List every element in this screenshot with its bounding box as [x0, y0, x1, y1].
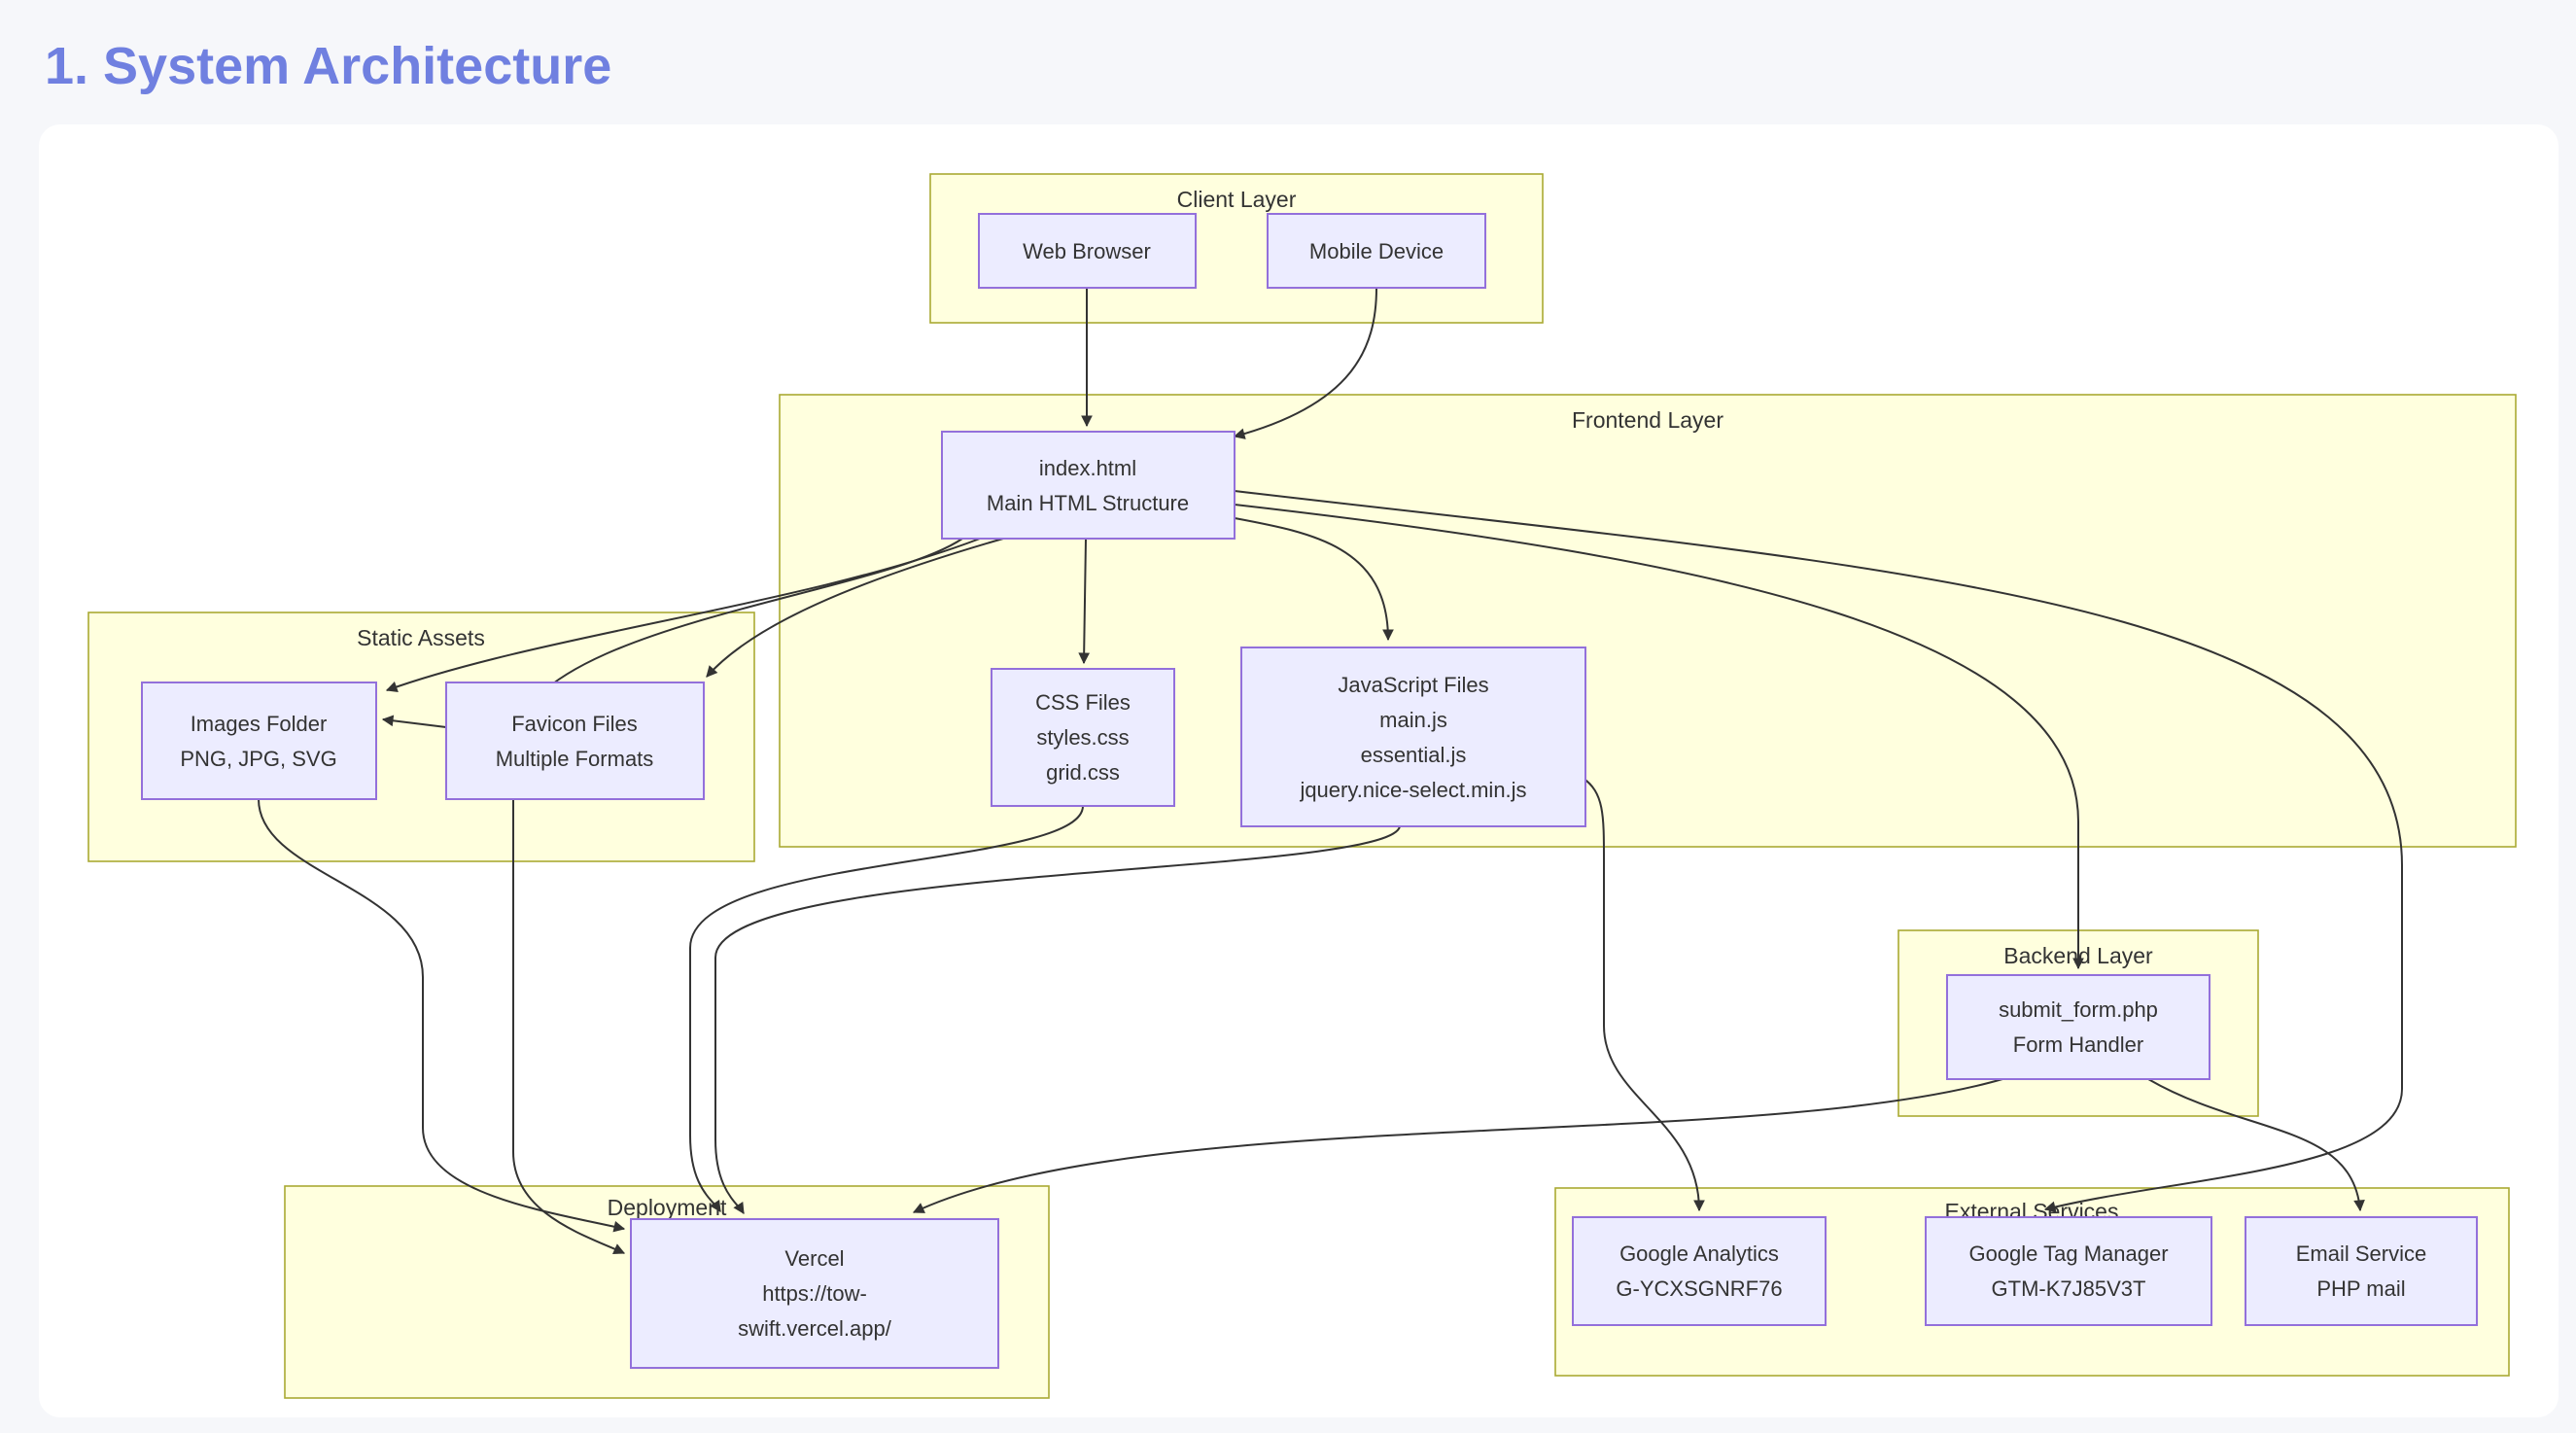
node-index-html: index.html Main HTML Structure: [941, 431, 1236, 540]
node-favicon-files-box: [445, 682, 705, 800]
edge-index-html-favicon-files: [706, 538, 1004, 678]
cluster-deployment-label: Deployment: [608, 1195, 727, 1220]
node-google-analytics-label-0: Google Analytics: [1619, 1241, 1779, 1266]
node-images-folder-label-0: Images Folder: [191, 712, 328, 736]
edge-index-html-css-files: [1078, 538, 1090, 665]
node-mobile-device-box: [1267, 213, 1486, 289]
node-mobile-device: Mobile Device: [1267, 213, 1486, 289]
node-css-files-label-2: grid.css: [1046, 760, 1120, 785]
edge-favicon-files-images-folder: [381, 715, 447, 728]
node-index-html-label-1: Main HTML Structure: [987, 491, 1189, 515]
edge-images-folder-vercel: [258, 798, 626, 1233]
node-index-html-box: [941, 431, 1236, 540]
node-js-files: JavaScript Files main.js essential.js jq…: [1240, 647, 1586, 827]
node-favicon-files-label-1: Multiple Formats: [496, 747, 654, 771]
node-email-service-label-0: Email Service: [2296, 1241, 2426, 1266]
node-js-files-label-2: essential.js: [1361, 743, 1467, 767]
node-js-files-box: [1240, 647, 1586, 827]
node-google-tag-manager-label-0: Google Tag Manager: [1968, 1241, 2168, 1266]
node-google-tag-manager: Google Tag Manager GTM-K7J85V3T: [1925, 1216, 2212, 1326]
edge-submit-form-vercel: [912, 1078, 2003, 1213]
node-js-files-label-3: jquery.nice-select.min.js: [1299, 778, 1526, 802]
node-email-service-box: [2245, 1216, 2478, 1326]
node-submit-form-label-1: Form Handler: [2013, 1032, 2143, 1057]
cluster-static-label: Static Assets: [357, 625, 485, 650]
node-submit-form-box: [1946, 974, 2210, 1080]
edge-index-html-submit-form: [1234, 504, 2084, 970]
node-css-files-box: [991, 668, 1175, 807]
edge-index-html-js-files: [1234, 517, 1394, 642]
node-google-analytics: Google Analytics G-YCXSGNRF76: [1572, 1216, 1827, 1326]
node-google-analytics-box: [1572, 1216, 1827, 1326]
page-title: 1. System Architecture: [45, 37, 611, 95]
node-mobile-device-label: Mobile Device: [1309, 239, 1444, 263]
edge-js-files-google-analytics: [1582, 777, 1705, 1212]
node-css-files-label-0: CSS Files: [1035, 690, 1131, 715]
node-index-html-label-0: index.html: [1039, 456, 1136, 480]
node-google-tag-manager-box: [1925, 1216, 2212, 1326]
edge-submit-form-email-service: [2147, 1078, 2365, 1212]
node-web-browser: Web Browser: [978, 213, 1197, 289]
node-web-browser-label: Web Browser: [1023, 239, 1151, 263]
node-vercel-label-1: https://tow-: [762, 1281, 867, 1306]
node-email-service: Email Service PHP mail: [2245, 1216, 2478, 1326]
cluster-client-label: Client Layer: [1177, 187, 1297, 212]
edge-layer: [258, 287, 2403, 1254]
node-web-browser-box: [978, 213, 1197, 289]
node-favicon-files-label-0: Favicon Files: [511, 712, 638, 736]
edge-js-files-vercel: [714, 825, 1401, 1214]
edge-index-html-google-tag-manager: [1234, 490, 2403, 1213]
node-js-files-label-0: JavaScript Files: [1338, 673, 1488, 697]
node-google-tag-manager-label-1: GTM-K7J85V3T: [1992, 1276, 2146, 1301]
node-vercel-box: [630, 1218, 999, 1369]
node-css-files-label-1: styles.css: [1036, 725, 1129, 750]
node-favicon-files: Favicon Files Multiple Formats: [445, 682, 705, 800]
cluster-frontend-label: Frontend Layer: [1572, 407, 1723, 433]
node-vercel: Vercel https://tow- swift.vercel.app/: [630, 1218, 999, 1369]
node-css-files: CSS Files styles.css grid.css: [991, 668, 1175, 807]
node-images-folder: Images Folder PNG, JPG, SVG: [141, 682, 377, 800]
node-submit-form-label-0: submit_form.php: [1999, 997, 2158, 1022]
node-vercel-label-2: swift.vercel.app/: [738, 1316, 892, 1341]
node-images-folder-label-1: PNG, JPG, SVG: [180, 747, 336, 771]
node-google-analytics-label-1: G-YCXSGNRF76: [1616, 1276, 1782, 1301]
node-email-service-label-1: PHP mail: [2316, 1276, 2405, 1301]
node-images-folder-box: [141, 682, 377, 800]
edge-css-files-vercel: [689, 805, 1084, 1212]
edge-mobile-device-index-html: [1233, 287, 1377, 439]
node-vercel-label-0: Vercel: [784, 1246, 844, 1271]
node-js-files-label-1: main.js: [1379, 708, 1447, 732]
node-submit-form: submit_form.php Form Handler: [1946, 974, 2210, 1080]
